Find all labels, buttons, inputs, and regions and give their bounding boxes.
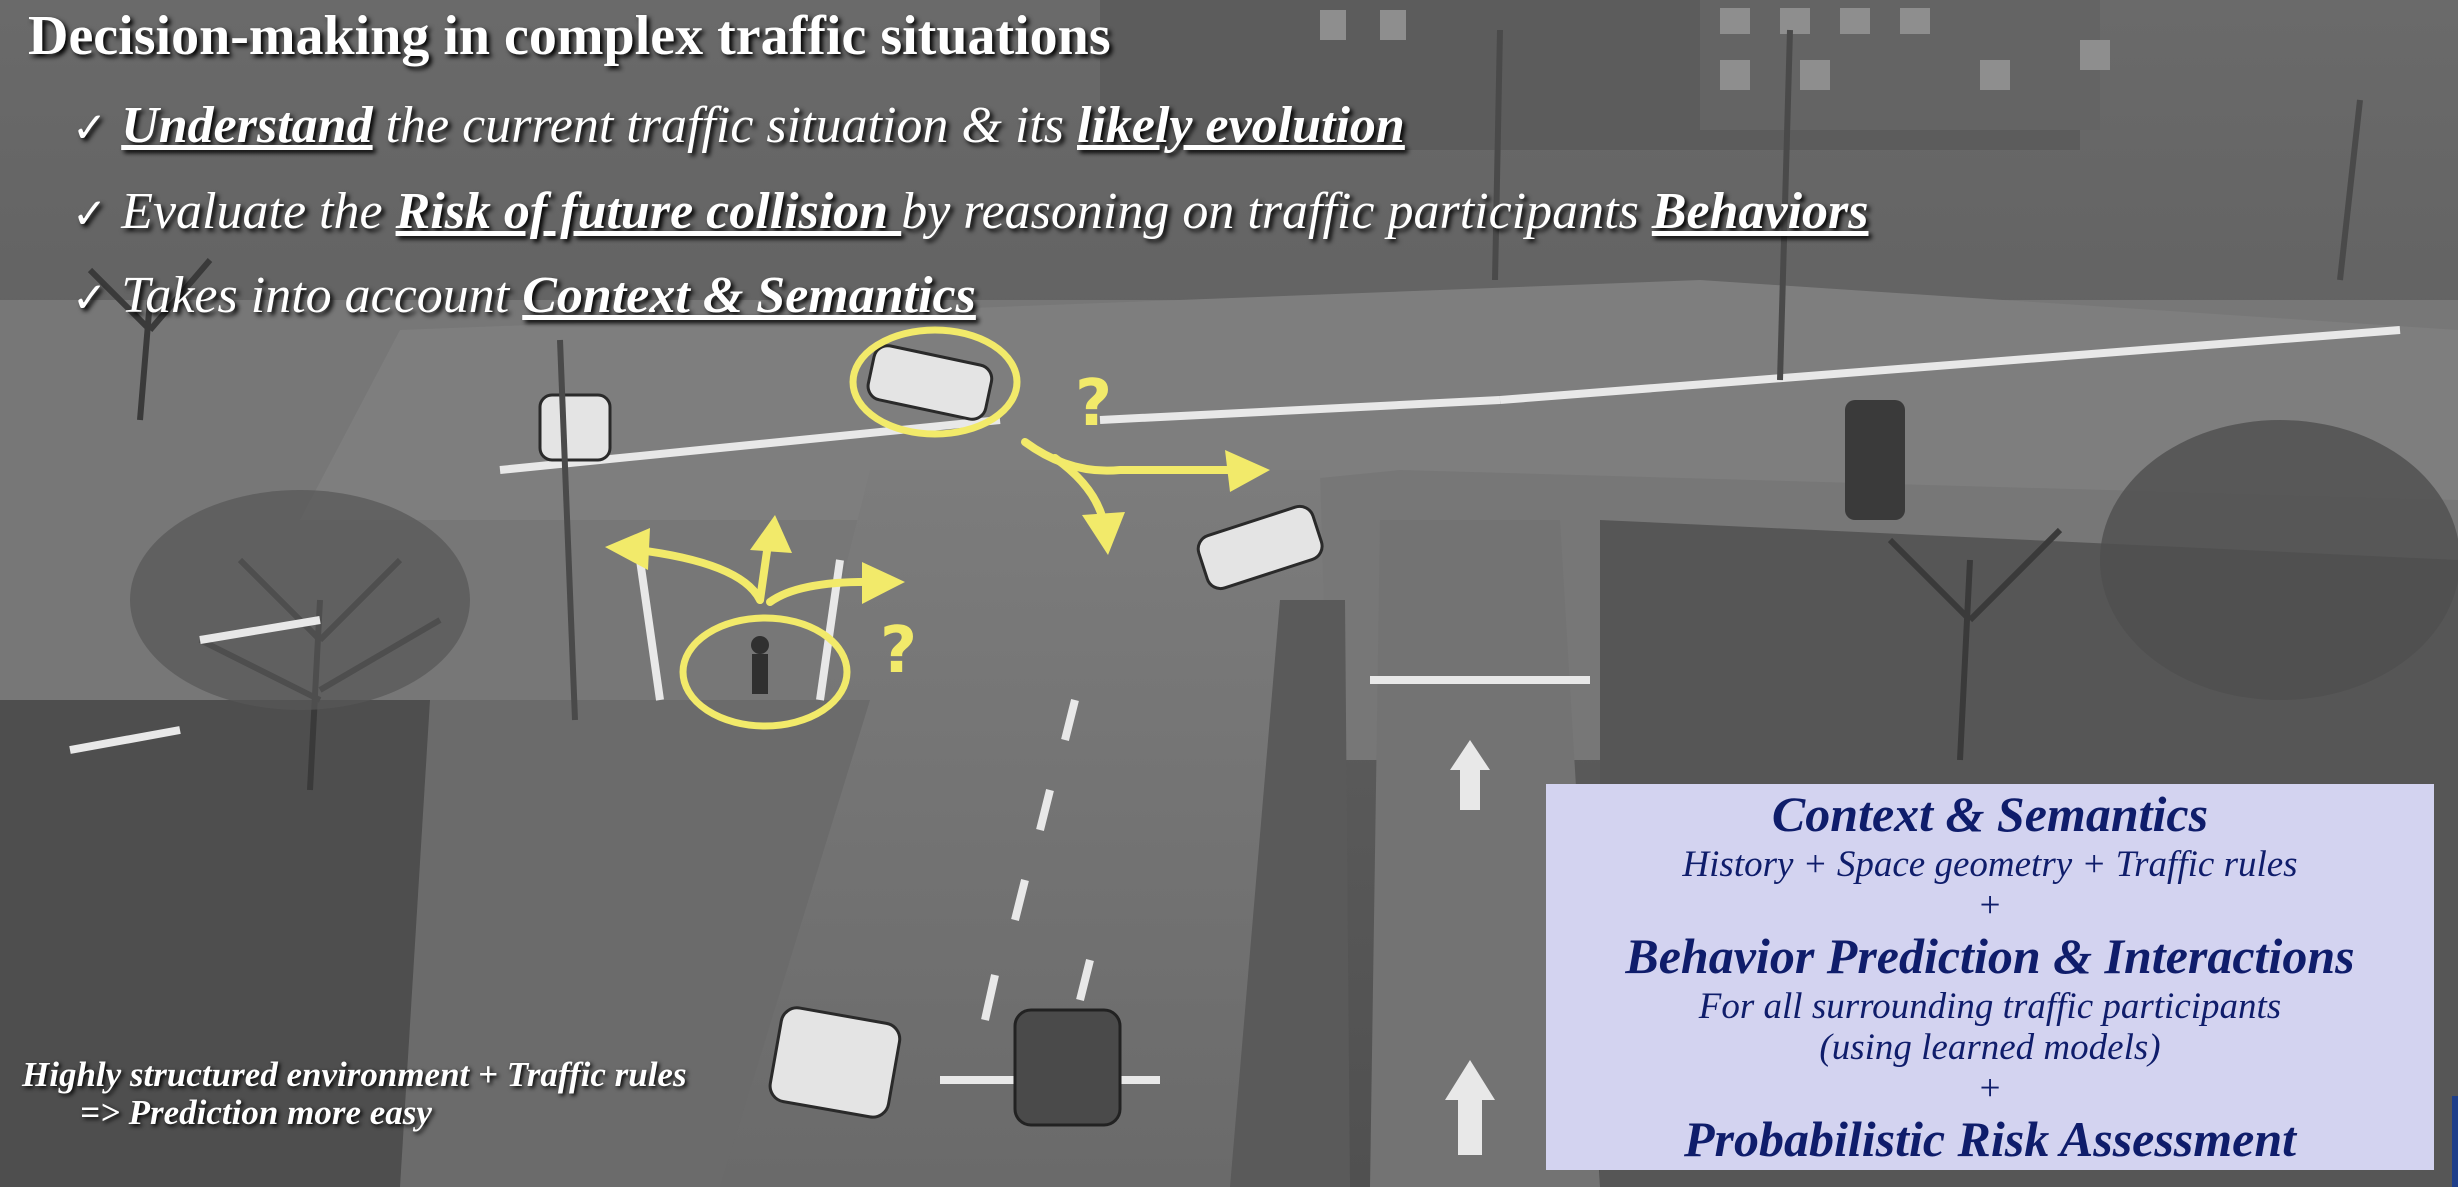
check-icon: ✓ bbox=[72, 103, 108, 152]
bullet-emphasis: likely evolution bbox=[1077, 97, 1405, 154]
bullet-text: by reasoning on traffic participants bbox=[901, 183, 1652, 240]
slide-edge-bar bbox=[2452, 1096, 2458, 1187]
bullet-text: the current traffic situation & its bbox=[372, 97, 1077, 154]
bullet-emphasis: Risk of future collision bbox=[395, 183, 902, 240]
bullet-emphasis: Context & Semantics bbox=[522, 267, 976, 324]
note-line-1: Highly structured environment + Traffic … bbox=[22, 1055, 687, 1094]
info-sub-behavior-1: For all surrounding traffic participants bbox=[1698, 986, 2282, 1027]
check-icon: ✓ bbox=[72, 273, 108, 322]
bullet-emphasis: Understand bbox=[121, 97, 373, 154]
bullet-text: Takes into account bbox=[121, 267, 523, 324]
info-heading-risk: Probabilistic Risk Assessment bbox=[1683, 1111, 2297, 1167]
bullet-item: ✓ Understand the current traffic situatio… bbox=[72, 96, 1405, 155]
check-icon: ✓ bbox=[72, 189, 108, 238]
bullet-item: ✓ Evaluate the Risk of future collision b… bbox=[72, 182, 1869, 241]
info-box: Context & Semantics History + Space geom… bbox=[1546, 784, 2434, 1170]
bullet-emphasis: Behaviors bbox=[1651, 183, 1869, 240]
highlight-circle-icon bbox=[679, 326, 1021, 730]
svg-text:?: ? bbox=[1075, 367, 1112, 441]
bullet-item: ✓ Takes into account Context & Semantics bbox=[72, 266, 976, 325]
question-mark-icon: ? ? bbox=[880, 367, 1112, 688]
bullet-text: Evaluate the bbox=[121, 183, 396, 240]
slide-title: Decision-making in complex traffic situa… bbox=[28, 5, 1111, 67]
svg-text:?: ? bbox=[880, 614, 917, 688]
note-line-2: => Prediction more easy bbox=[80, 1093, 432, 1132]
info-sub-behavior-2: (using learned models) bbox=[1819, 1027, 2161, 1068]
info-plus: + bbox=[1979, 1068, 2001, 1109]
info-plus: + bbox=[1979, 885, 2001, 926]
info-sub-context: History + Space geometry + Traffic rules bbox=[1682, 844, 2298, 885]
info-heading-context: Context & Semantics bbox=[1771, 786, 2209, 842]
info-heading-behavior: Behavior Prediction & Interactions bbox=[1625, 928, 2355, 984]
